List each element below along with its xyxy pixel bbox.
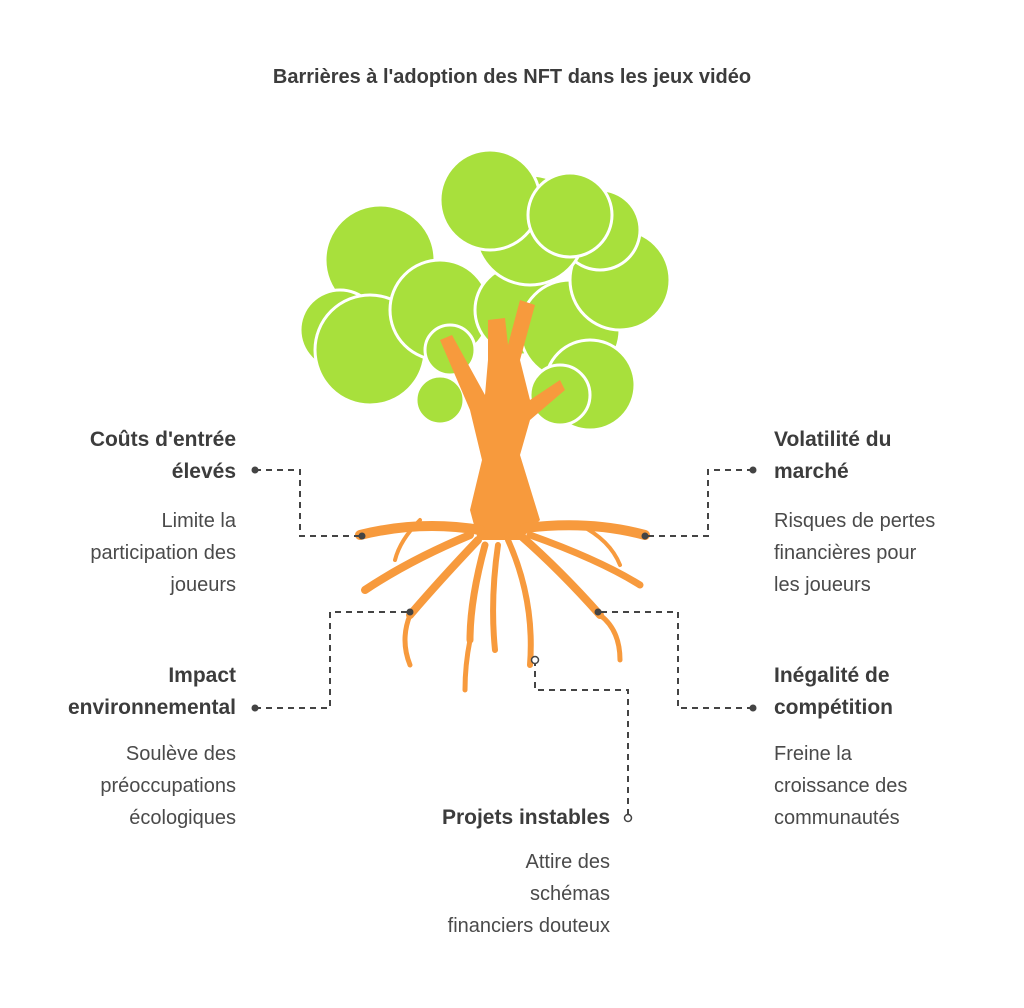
tree-foliage xyxy=(298,148,672,432)
item-title-impact: Impact environnemental xyxy=(67,664,236,719)
item-desc-volatilite: Risques de pertes financières pour les j… xyxy=(774,510,936,596)
item-desc-projets: Attire des schémas financiers douteux xyxy=(447,851,610,937)
connector-projets xyxy=(534,660,629,818)
diagram-title: Barrières à l'adoption des NFT dans les … xyxy=(272,66,752,88)
item-title-couts: Coûts d'entrée élevés xyxy=(89,428,236,483)
connector-couts xyxy=(255,469,362,537)
item-title-volatilite: Volatilité du marché xyxy=(774,428,892,483)
connector-impact xyxy=(255,611,410,709)
connectors xyxy=(255,469,753,818)
item-title-inegalite: Inégalité de compétition xyxy=(774,664,893,719)
item-title-projets: Projets instables xyxy=(441,806,610,829)
tree-roots xyxy=(355,518,650,693)
connector-dots xyxy=(251,466,757,712)
connector-volatilite xyxy=(645,469,753,537)
item-desc-couts: Limite la participation des joueurs xyxy=(90,510,236,596)
item-desc-inegalite: Freine la croissance des communautés xyxy=(774,743,908,829)
item-desc-impact: Soulève des préoccupations écologiques xyxy=(100,743,236,829)
tree-trunk xyxy=(440,300,565,540)
connector-inegalite xyxy=(598,611,753,709)
